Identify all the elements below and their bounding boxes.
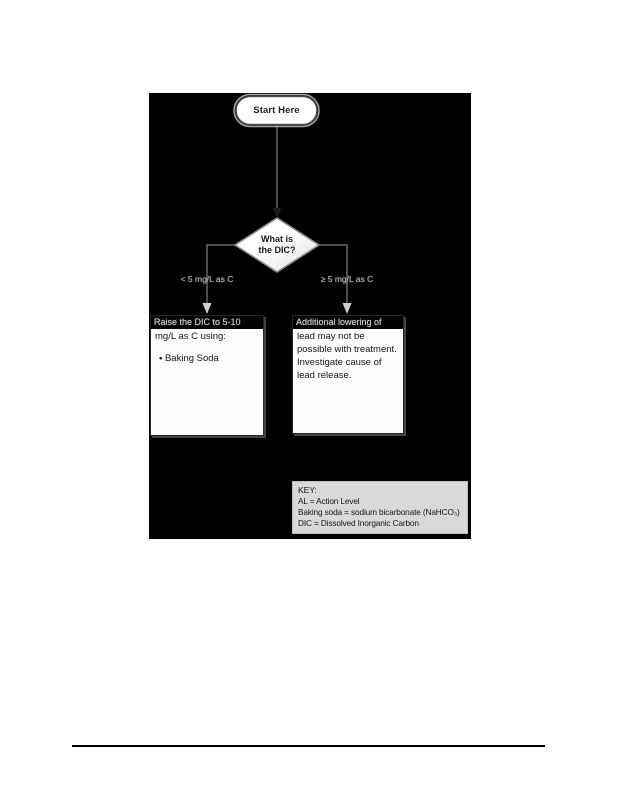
key-title: KEY: — [298, 485, 317, 495]
decision-node-label: What is the DIC? — [227, 234, 327, 257]
start-pill — [235, 95, 318, 126]
key-entry-dic: DIC = Dissolved Inorganic Carbon — [298, 518, 419, 528]
raise-dic-highlight-line: Raise the DIC to 5-10 — [151, 316, 263, 329]
flowchart-shapes — [202, 93, 352, 314]
footer-divider-line — [72, 745, 545, 747]
branch-label-lt5: < 5 mg/L as C — [180, 274, 234, 284]
start-node-label: Start Here — [253, 105, 300, 116]
key-legend-box: KEY: AL = Action Level Baking soda = sod… — [292, 481, 468, 534]
decision-line2: the DIC? — [258, 245, 296, 256]
key-entry-baking-soda: Baking soda = sodium bicarbonate (NaHCO₃… — [298, 507, 460, 517]
branch-label-gte5: ≥ 5 mg/L as C — [320, 274, 374, 284]
arrowhead-right-box — [342, 303, 352, 314]
decision-line1: What is — [260, 234, 293, 244]
flowchart-canvas: Start Here What is the DIC? < 5 mg/L as … — [149, 93, 471, 539]
raise-dic-bullet-list: Baking Soda — [151, 352, 263, 365]
bullet-baking-soda: Baking Soda — [159, 352, 263, 365]
connector-right-branch — [319, 244, 348, 305]
arrowhead-decision — [272, 208, 282, 218]
arrowhead-left-box — [202, 303, 212, 314]
decision-diamond — [233, 217, 321, 273]
investigate-body: lead may not be possible with treatment.… — [297, 331, 397, 381]
process-box-investigate: Additional lowering of lead may not be p… — [292, 315, 404, 434]
connector-left-branch — [206, 244, 235, 305]
process-box-raise-dic: Raise the DIC to 5-10 mg/L as C using: B… — [150, 315, 264, 436]
investigate-highlight-line: Additional lowering of — [293, 316, 403, 329]
raise-dic-body: mg/L as C using: — [155, 331, 226, 342]
start-pill-outer-ring — [233, 93, 320, 128]
key-entry-action-level: AL = Action Level — [298, 496, 360, 506]
